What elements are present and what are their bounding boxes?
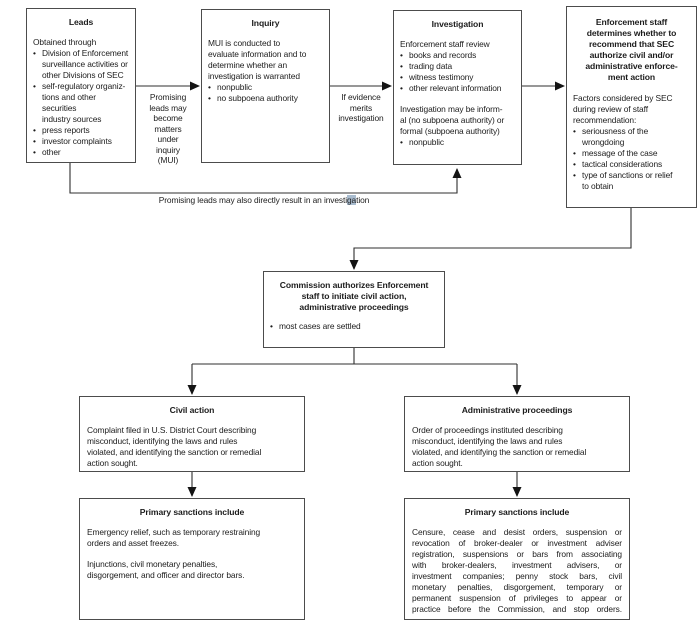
box-sanctions-civil-title: Primary sanctions include bbox=[139, 507, 245, 517]
box-sanctions-civil-paragraph: Injunctions, civil monetary penalties, d… bbox=[87, 559, 245, 580]
arrow-enforcement-to-commission bbox=[349, 208, 632, 270]
bullet-item: • nonpublic bbox=[208, 82, 323, 93]
bullet-item: • nonpublic bbox=[400, 137, 515, 148]
caption-text: Promising leads may also directly result… bbox=[158, 195, 347, 205]
arrow-label-evidence: If evidence merits investigation bbox=[338, 92, 384, 123]
box-enforcement-intro: Factors considered by SEC during review … bbox=[573, 93, 673, 125]
bullet-text: Division of Enforcement surveillance act… bbox=[42, 48, 129, 80]
box-investigation-note-bullets: • nonpublic bbox=[400, 137, 515, 148]
bullet-item: • self-regulatory organiz- tions and othe… bbox=[33, 81, 129, 125]
bullet-dot: • bbox=[400, 61, 403, 71]
bullet-item: • witness testimony bbox=[400, 72, 515, 83]
bullet-item: • investor complaints bbox=[33, 136, 129, 147]
bullet-text: other bbox=[42, 147, 61, 157]
bullet-dot: • bbox=[208, 93, 211, 103]
box-inquiry-bullet-list: • nonpublic • no subpoena authority bbox=[208, 82, 323, 104]
bullet-text: self-regulatory organiz- tions and other… bbox=[42, 81, 126, 124]
bullet-text: tactical considerations bbox=[582, 159, 663, 169]
bullet-item: • message of the case bbox=[573, 148, 690, 159]
bullet-item: • Division of Enforcement surveillance ac… bbox=[33, 48, 129, 81]
box-inquiry: Inquiry MUI is conducted to evaluate inf… bbox=[201, 9, 330, 163]
box-inquiry-title: Inquiry bbox=[251, 18, 280, 28]
box-administrative-title: Administrative proceedings bbox=[461, 405, 573, 415]
bullet-text: trading data bbox=[409, 61, 453, 71]
bullet-text: other relevant information bbox=[409, 83, 502, 93]
bullet-dot: • bbox=[33, 81, 36, 91]
bullet-dot: • bbox=[573, 148, 576, 158]
box-leads-bullet-list: • Division of Enforcement surveillance ac… bbox=[33, 48, 129, 158]
bullet-dot: • bbox=[400, 50, 403, 60]
box-leads-intro: Obtained through bbox=[33, 37, 97, 47]
bullet-dot: • bbox=[33, 48, 36, 58]
box-administrative-proceedings: Administrative proceedings Order of proc… bbox=[404, 396, 630, 472]
box-enforcement-bullet-list: • seriousness of the wrongdoing • message … bbox=[573, 126, 690, 192]
bullet-item: • seriousness of the wrongdoing bbox=[573, 126, 690, 148]
bullet-dot: • bbox=[573, 170, 576, 180]
bullet-text: nonpublic bbox=[409, 137, 444, 147]
bullet-text: most cases are settled bbox=[279, 321, 361, 331]
bullet-dot: • bbox=[33, 147, 36, 157]
bullet-text: books and records bbox=[409, 50, 477, 60]
bullet-text: no subpoena authority bbox=[217, 93, 298, 103]
bullet-item: • trading data bbox=[400, 61, 515, 72]
box-primary-sanctions-civil: Primary sanctions include Emergency reli… bbox=[79, 498, 305, 620]
bullet-item: • press reports bbox=[33, 125, 129, 136]
bullet-dot: • bbox=[270, 321, 273, 331]
box-primary-sanctions-administrative: Primary sanctions include Censure, cease… bbox=[404, 498, 630, 620]
bullet-dot: • bbox=[573, 159, 576, 169]
bullet-text: message of the case bbox=[582, 148, 658, 158]
bullet-item: • type of sanctions or relief to obtain bbox=[573, 170, 690, 192]
box-sanctions-civil-paragraph: Emergency relief, such as temporary rest… bbox=[87, 527, 261, 548]
arrow-label-mui: Promising leads may become matters under… bbox=[149, 92, 187, 165]
bullet-text: nonpublic bbox=[217, 82, 252, 92]
bullet-item: • tactical considerations bbox=[573, 159, 690, 170]
box-commission-bullet-list: • most cases are settled bbox=[270, 321, 438, 332]
bullet-text: investor complaints bbox=[42, 136, 112, 146]
bullet-item: • books and records bbox=[400, 50, 515, 61]
box-administrative-body: Order of proceedings instituted describi… bbox=[412, 425, 587, 468]
arrow-leads-direct-to-investigation bbox=[69, 163, 462, 194]
bullet-dot: • bbox=[33, 125, 36, 135]
box-sanctions-admin-title: Primary sanctions include bbox=[464, 507, 570, 517]
bullet-text: type of sanctions or relief to obtain bbox=[582, 170, 673, 191]
bullet-item: • other bbox=[33, 147, 129, 158]
bullet-item: • no subpoena authority bbox=[208, 93, 323, 104]
bullet-text: witness testimony bbox=[409, 72, 474, 82]
bullet-item: • other relevant information bbox=[400, 83, 515, 94]
bullet-dot: • bbox=[400, 83, 403, 93]
box-enforcement-staff: Enforcement staff determines whether to … bbox=[566, 6, 697, 208]
box-investigation-title: Investigation bbox=[431, 19, 484, 29]
box-leads-title: Leads bbox=[68, 17, 94, 27]
box-investigation-bullet-list: • books and records • trading data • witnes… bbox=[400, 50, 515, 94]
box-commission: Commission authorizes Enforcement staff … bbox=[263, 271, 445, 348]
bullet-dot: • bbox=[208, 82, 211, 92]
caption-text: tion bbox=[356, 195, 370, 205]
box-investigation-intro: Enforcement staff review bbox=[400, 39, 490, 49]
box-commission-title: Commission authorizes Enforcement staff … bbox=[279, 280, 429, 312]
caption-direct-investigation: Promising leads may also directly result… bbox=[134, 195, 394, 206]
bullet-dot: • bbox=[400, 72, 403, 82]
box-civil-action-title: Civil action bbox=[169, 405, 215, 415]
box-sanctions-admin-body: Censure, cease and desist orders, suspen… bbox=[412, 527, 622, 614]
box-leads: Leads Obtained through • Division of Enfo… bbox=[26, 8, 136, 163]
bullet-dot: • bbox=[400, 137, 403, 147]
box-inquiry-body: MUI is conducted to evaluate information… bbox=[208, 38, 307, 81]
box-civil-action-body: Complaint filed in U.S. District Court d… bbox=[87, 425, 262, 468]
box-investigation: Investigation Enforcement staff review •… bbox=[393, 10, 522, 165]
bullet-dot: • bbox=[573, 126, 576, 136]
box-civil-action: Civil action Complaint filed in U.S. Dis… bbox=[79, 396, 305, 472]
bullet-item: • most cases are settled bbox=[270, 321, 438, 332]
bullet-text: seriousness of the wrongdoing bbox=[582, 126, 649, 147]
bullet-text: press reports bbox=[42, 125, 90, 135]
bullet-dot: • bbox=[33, 136, 36, 146]
box-investigation-note: Investigation may be inform- al (no subp… bbox=[400, 104, 505, 136]
selection-highlight: ga bbox=[347, 195, 357, 205]
box-enforcement-title: Enforcement staff determines whether to … bbox=[585, 17, 678, 82]
